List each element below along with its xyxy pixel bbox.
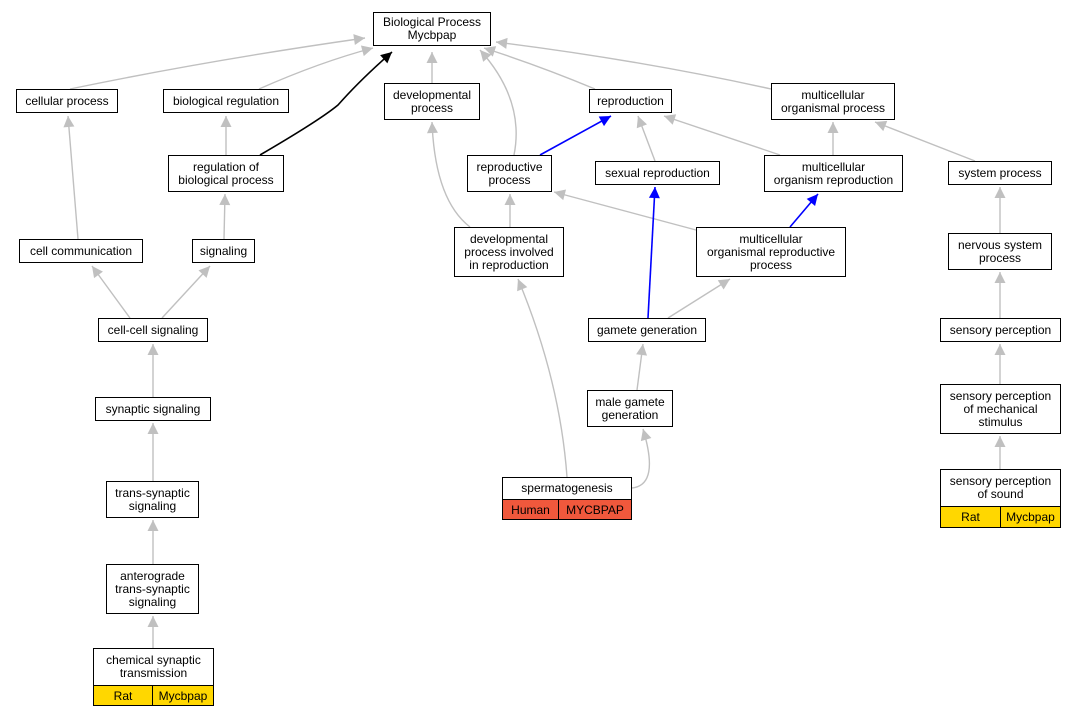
edge-gamete-generation-to-morp-arrowhead bbox=[717, 279, 730, 290]
edge-morp-to-multicellular-organism-reproduction-arrowhead bbox=[806, 194, 818, 206]
node-cell-communication[interactable]: cell communication bbox=[19, 239, 143, 263]
node-developmental-process-involved-in-reproduction[interactable]: developmental process involved in reprod… bbox=[454, 227, 564, 277]
node-root[interactable]: Biological Process Mycbpap bbox=[373, 12, 491, 46]
edge-system-process-to-mop-arrowhead bbox=[875, 120, 888, 132]
node-reproduction[interactable]: reproduction bbox=[589, 89, 672, 113]
edge-spermatogenesis-to-male-gamete-arrowhead bbox=[640, 429, 652, 442]
edge-spermatogenesis-to-dpir-arrowhead bbox=[517, 279, 528, 292]
edge-dpir-to-developmental-process bbox=[431, 121, 471, 228]
edge-multicellular-organism-reproduction-to-mop-arrowhead bbox=[827, 122, 839, 133]
node-sensory-perception-of-mechanical-stimulus[interactable]: sensory perception of mechanical stimulu… bbox=[940, 384, 1061, 434]
edge-multicellular-organism-reproduction-to-reproduction-arrowhead bbox=[664, 114, 677, 125]
node-multicellular-organismal-process[interactable]: multicellular organismal process bbox=[771, 83, 895, 120]
edge-multicellular-organismal-process-to-root bbox=[495, 41, 772, 90]
edge-cell-communication-to-cellular-process-arrowhead bbox=[63, 116, 75, 128]
node-synaptic-signaling[interactable]: synaptic signaling bbox=[95, 397, 211, 421]
node-sexual-reproduction[interactable]: sexual reproduction bbox=[595, 161, 720, 185]
node-sensory-perception[interactable]: sensory perception bbox=[940, 318, 1061, 342]
edge-morp-to-reproductive-process bbox=[553, 191, 697, 231]
species-label-spermatogenesis: Human bbox=[502, 499, 559, 520]
edge-sexual-reproduction-to-reproduction-arrowhead bbox=[636, 116, 648, 129]
edge-sound-to-smech-arrowhead bbox=[994, 436, 1006, 447]
edge-gamete-generation-to-sexual-reproduction-arrowhead bbox=[648, 187, 660, 199]
edge-cellular-process-to-root bbox=[69, 37, 366, 90]
edge-anterograde-to-trans-synaptic-arrowhead bbox=[147, 520, 159, 531]
edge-regulation-to-root bbox=[259, 51, 393, 156]
edge-regulation-to-biological-regulation-arrowhead bbox=[220, 116, 232, 127]
node-biological-regulation[interactable]: biological regulation bbox=[163, 89, 289, 113]
edge-cellular-process-to-root-arrowhead bbox=[353, 34, 365, 45]
edge-synaptic-to-cell-cell-arrowhead bbox=[147, 344, 159, 355]
edge-dpir-to-reproductive-process-arrowhead bbox=[504, 194, 516, 205]
edge-spermatogenesis-to-dpir bbox=[517, 278, 568, 478]
edge-cell-cell-to-signaling-arrowhead bbox=[198, 266, 210, 278]
node-signaling[interactable]: signaling bbox=[192, 239, 255, 263]
species-label-chemical-synaptic-transmission: Rat bbox=[93, 685, 153, 706]
node-reproductive-process[interactable]: reproductive process bbox=[467, 155, 552, 192]
edge-reproductive-process-to-root-arrowhead bbox=[480, 50, 492, 62]
node-anterograde-trans-synaptic-signaling[interactable]: anterograde trans-synaptic signaling bbox=[106, 564, 199, 614]
edge-gamete-generation-to-sexual-reproduction bbox=[647, 186, 656, 319]
edge-chemical-to-anterograde-arrowhead bbox=[147, 616, 159, 627]
node-multicellular-organismal-reproductive-process[interactable]: multicellular organismal reproductive pr… bbox=[696, 227, 846, 277]
node-cell-cell-signaling[interactable]: cell-cell signaling bbox=[98, 318, 208, 342]
edge-reproductive-process-to-reproduction bbox=[539, 115, 612, 156]
node-trans-synaptic-signaling[interactable]: trans-synaptic signaling bbox=[106, 481, 199, 518]
node-system-process[interactable]: system process bbox=[948, 161, 1052, 185]
edge-cell-cell-to-cell-communication-arrowhead bbox=[92, 266, 103, 279]
node-nervous-system-process[interactable]: nervous system process bbox=[948, 233, 1052, 270]
node-spermatogenesis[interactable]: spermatogenesis bbox=[502, 477, 632, 500]
species-label-sensory-perception-of-sound: Rat bbox=[940, 506, 1001, 528]
node-male-gamete-generation[interactable]: male gamete generation bbox=[587, 390, 673, 427]
edge-reproductive-process-to-root bbox=[479, 49, 517, 156]
node-chemical-synaptic-transmission[interactable]: chemical synaptic transmission bbox=[93, 648, 214, 686]
edge-cell-communication-to-cellular-process bbox=[67, 115, 79, 240]
edge-biological-regulation-to-root-arrowhead bbox=[360, 45, 373, 57]
edge-developmental-process-to-root-arrowhead bbox=[426, 52, 438, 63]
gene-label-spermatogenesis: MYCBPAP bbox=[558, 499, 632, 520]
node-developmental-process[interactable]: developmental process bbox=[384, 83, 480, 120]
edge-multicellular-organism-reproduction-to-reproduction bbox=[663, 115, 781, 156]
edge-trans-synaptic-to-synaptic-arrowhead bbox=[147, 423, 159, 434]
edge-signaling-to-regulation-arrowhead bbox=[219, 194, 231, 206]
edge-biological-regulation-to-root bbox=[258, 47, 374, 90]
edge-multicellular-organismal-process-to-root-arrowhead bbox=[496, 37, 508, 49]
edge-male-gamete-to-gamete-generation-arrowhead bbox=[636, 344, 648, 356]
edge-reproduction-to-root-arrowhead bbox=[484, 46, 497, 57]
edge-cell-cell-to-signaling bbox=[161, 265, 211, 319]
edge-reproduction-to-root bbox=[483, 47, 596, 90]
edge-gamete-generation-to-morp bbox=[667, 278, 731, 319]
node-gamete-generation[interactable]: gamete generation bbox=[588, 318, 706, 342]
gene-label-sensory-perception-of-sound: Mycbpap bbox=[1000, 506, 1061, 528]
node-cellular-process[interactable]: cellular process bbox=[16, 89, 118, 113]
edge-smech-to-sensory-perception-arrowhead bbox=[994, 344, 1006, 355]
edge-regulation-to-root-arrowhead bbox=[380, 52, 392, 64]
node-sensory-perception-of-sound[interactable]: sensory perception of sound bbox=[940, 469, 1061, 507]
edge-reproductive-process-to-reproduction-arrowhead bbox=[598, 116, 611, 127]
node-regulation-of-biological-process[interactable]: regulation of biological process bbox=[168, 155, 284, 192]
edge-morp-to-reproductive-process-arrowhead bbox=[554, 189, 567, 201]
edge-nervous-system-process-to-system-process-arrowhead bbox=[994, 187, 1006, 198]
edge-dpir-to-developmental-process-arrowhead bbox=[426, 122, 438, 134]
node-multicellular-organism-reproduction[interactable]: multicellular organism reproduction bbox=[764, 155, 903, 192]
edge-sensory-perception-to-nervous-system-process-arrowhead bbox=[994, 272, 1006, 283]
gene-label-chemical-synaptic-transmission: Mycbpap bbox=[152, 685, 214, 706]
edge-system-process-to-mop bbox=[874, 121, 976, 162]
